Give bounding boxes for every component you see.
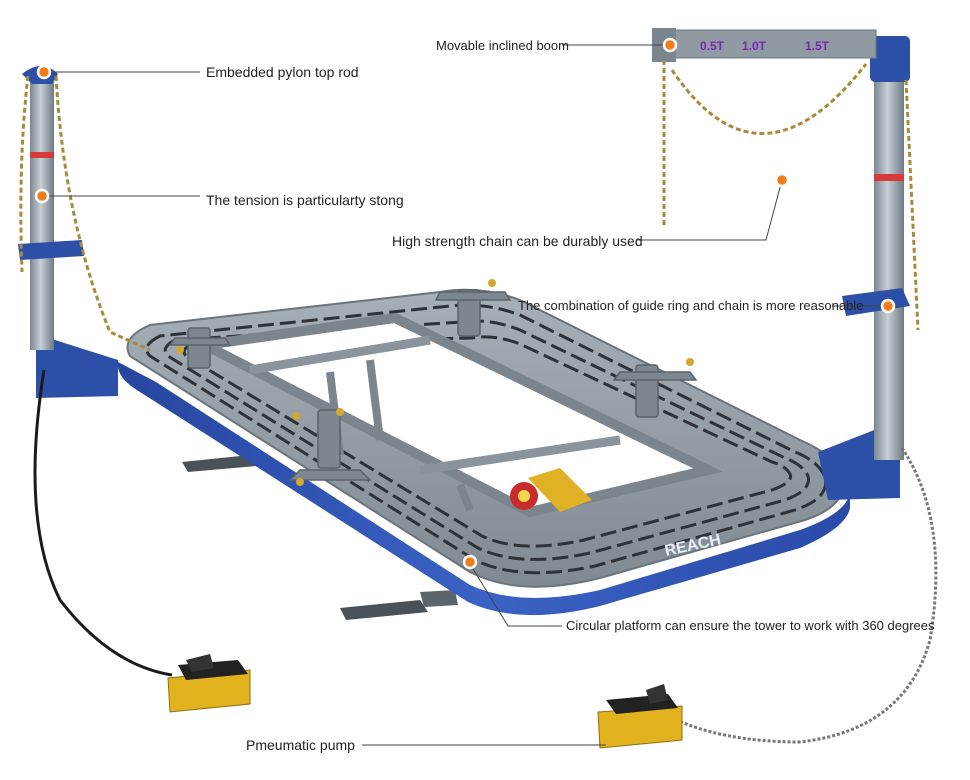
callout-pylon-top-rod: Embedded pylon top rod: [206, 64, 359, 80]
platform-slots: [145, 303, 828, 575]
hydraulic-ram: [510, 468, 592, 512]
left-tower: [18, 66, 118, 398]
inner-frame: [188, 312, 723, 518]
callout-tension: The tension is particularty stong: [206, 192, 404, 208]
callout-pump: Pmeumatic pump: [246, 737, 355, 753]
callout-markers: [34, 37, 896, 570]
callout-lines: [42, 44, 888, 746]
boom-mark-2: 1.5T: [805, 39, 830, 53]
callout-platform: Circular platform can ensure the tower t…: [566, 618, 935, 633]
pump-left: [167, 654, 251, 713]
boom-chain: [662, 60, 920, 331]
callout-chain: High strength chain can be durably used: [392, 233, 643, 249]
clamps: [168, 289, 698, 481]
pump-right: [597, 684, 683, 749]
boom-mark-1: 1.0T: [742, 39, 767, 53]
air-hoses: [33, 369, 938, 744]
left-tower-chain: [19, 75, 151, 352]
boom-mark-0: 0.5T: [700, 39, 725, 53]
right-tower: [818, 36, 910, 500]
movable-boom: 0.5T 1.0T 1.5T: [652, 28, 877, 62]
clamp-bolts: [176, 279, 694, 486]
callout-movable-boom: Movable inclined boom: [436, 38, 569, 53]
callout-guide-ring: The combination of guide ring and chain …: [518, 298, 864, 313]
